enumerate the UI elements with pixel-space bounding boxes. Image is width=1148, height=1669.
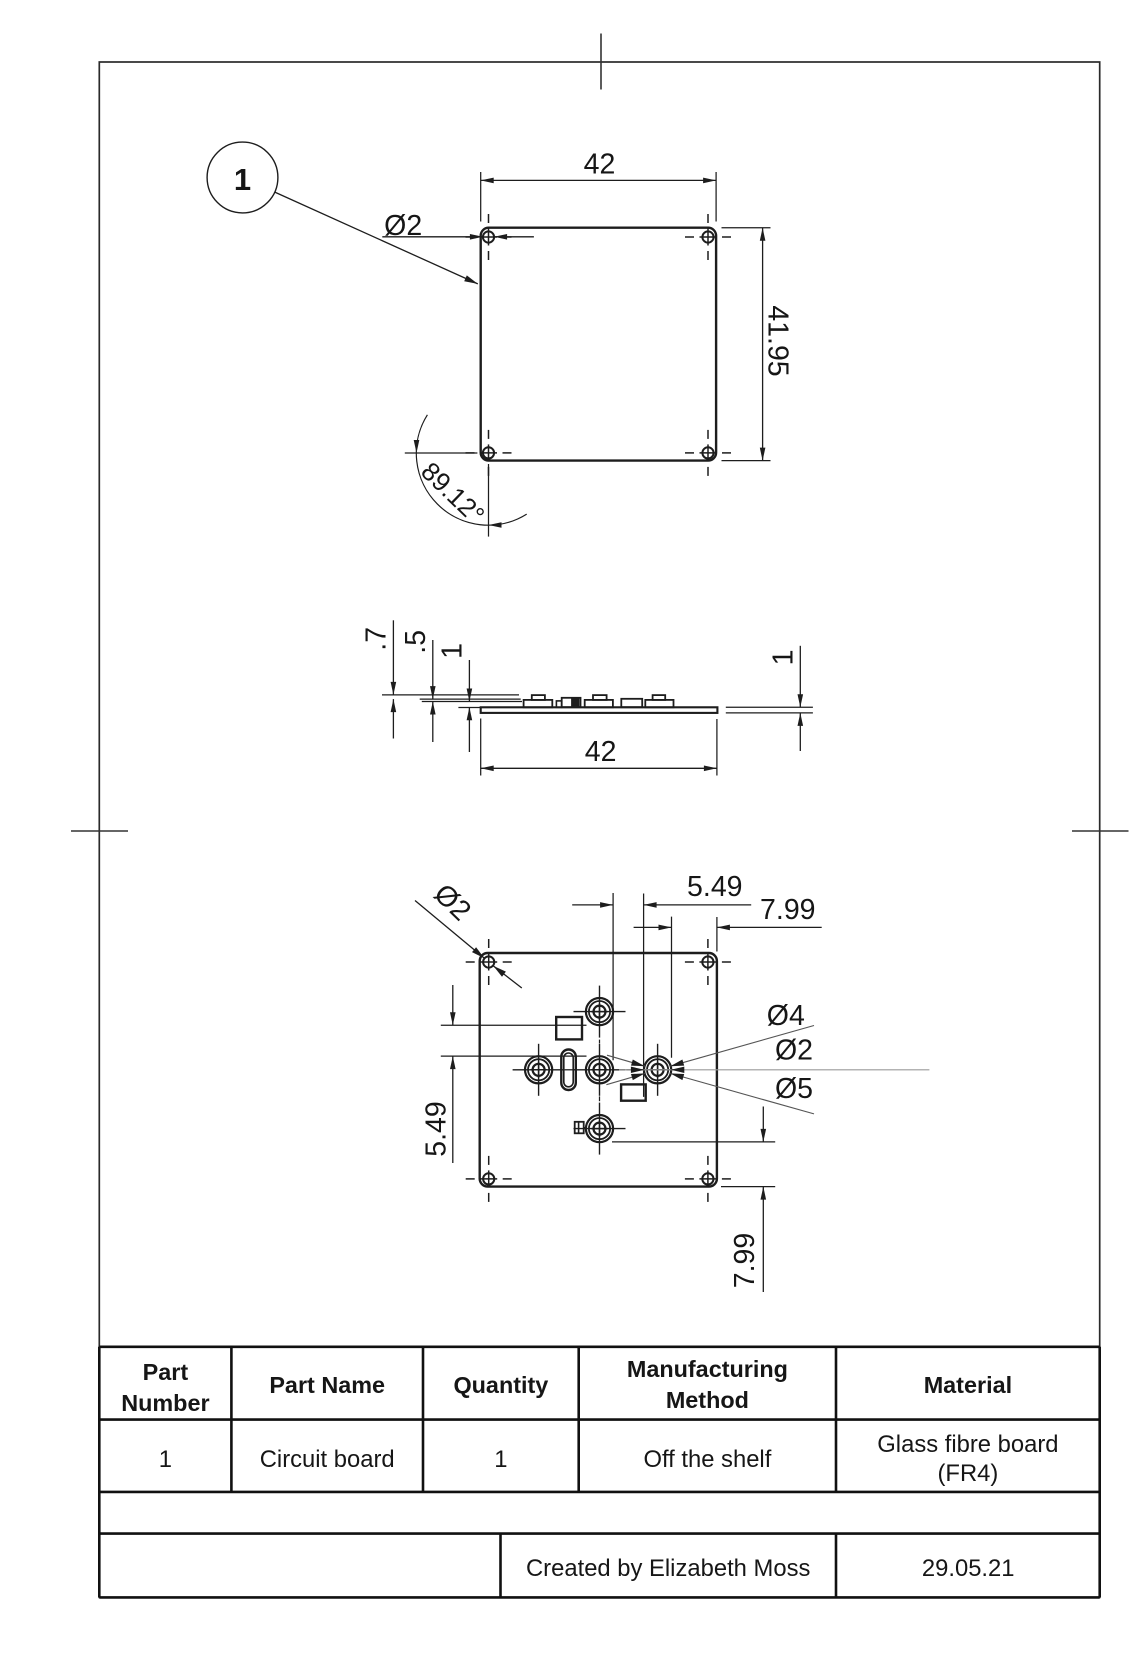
svg-text:Ø5: Ø5: [775, 1073, 813, 1105]
svg-text:Material: Material: [924, 1372, 1012, 1398]
svg-text:1: 1: [159, 1446, 172, 1473]
svg-text:Part: Part: [143, 1359, 189, 1385]
svg-text:Glass fibre board: Glass fibre board: [877, 1431, 1058, 1458]
svg-text:Method: Method: [666, 1387, 749, 1413]
svg-text:Manufacturing: Manufacturing: [627, 1356, 788, 1382]
svg-text:1: 1: [767, 649, 799, 665]
svg-text:.7: .7: [360, 627, 392, 651]
svg-text:(FR4): (FR4): [937, 1460, 998, 1487]
svg-text:42: 42: [585, 736, 617, 768]
svg-text:42: 42: [584, 148, 616, 180]
svg-text:41.95: 41.95: [762, 305, 794, 376]
svg-text:1: 1: [494, 1446, 507, 1473]
svg-text:Number: Number: [121, 1390, 209, 1416]
svg-text:5.49: 5.49: [687, 871, 742, 903]
svg-text:29.05.21: 29.05.21: [922, 1555, 1015, 1582]
svg-text:7.99: 7.99: [729, 1233, 761, 1288]
svg-text:Ø4: Ø4: [767, 1000, 805, 1032]
svg-text:Created by Elizabeth Moss: Created by Elizabeth Moss: [526, 1555, 810, 1582]
svg-text:.5: .5: [400, 630, 432, 654]
svg-text:Part Name: Part Name: [269, 1372, 385, 1398]
svg-text:7.99: 7.99: [760, 894, 815, 926]
svg-text:1: 1: [234, 162, 251, 197]
svg-text:Circuit board: Circuit board: [260, 1446, 395, 1473]
svg-text:1: 1: [436, 643, 468, 659]
svg-text:Quantity: Quantity: [453, 1372, 548, 1398]
svg-text:Ø2: Ø2: [384, 210, 422, 242]
svg-text:5.49: 5.49: [421, 1101, 453, 1156]
svg-text:Off the shelf: Off the shelf: [643, 1446, 771, 1473]
svg-text:Ø2: Ø2: [775, 1035, 813, 1067]
